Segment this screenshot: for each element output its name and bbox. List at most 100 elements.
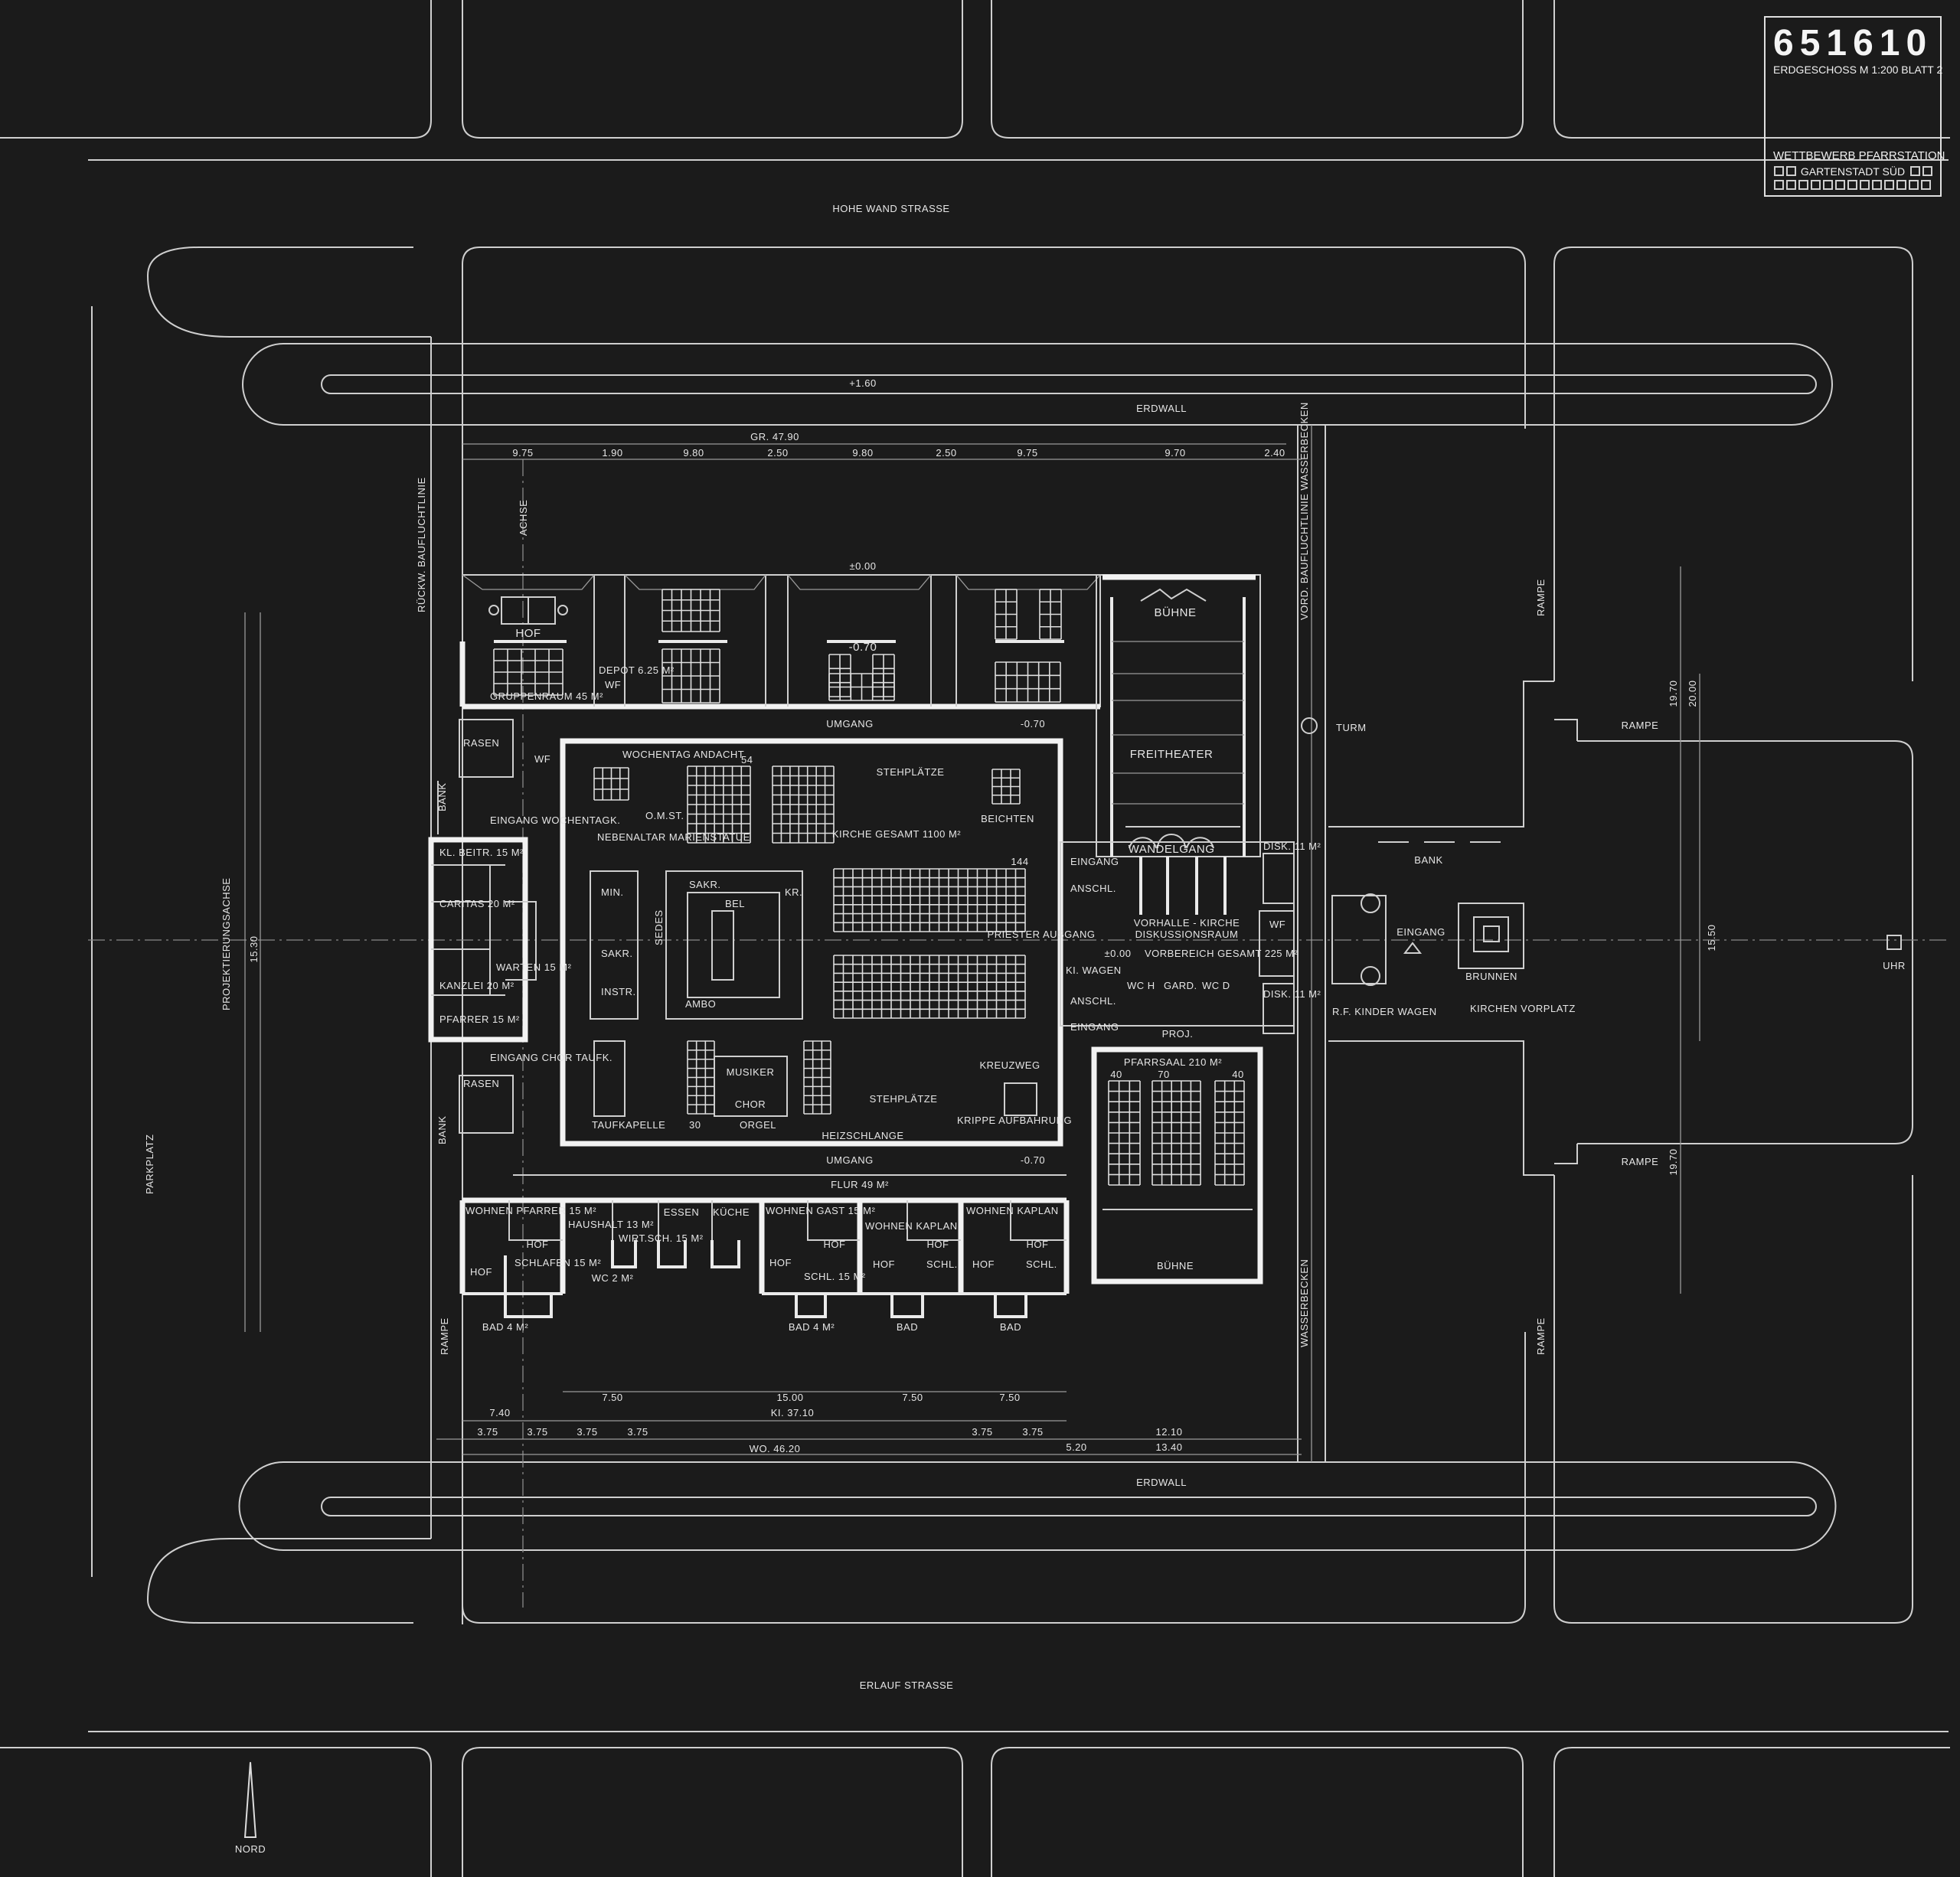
confession-label: BEICHTEN (981, 813, 1034, 824)
dining-label: ESSEN (664, 1206, 700, 1218)
oms-label: O.M.ST. (645, 810, 684, 821)
prams-label: KI. WAGEN (1066, 965, 1122, 976)
foyer-level-label: ±0.00 (1105, 948, 1132, 959)
earthwall-bottom (238, 1461, 1837, 1551)
seating-grid (593, 767, 629, 801)
chaplain-living-2: WOHNEN KAPLAN (966, 1205, 1059, 1216)
seating-grid (1214, 1080, 1245, 1186)
hof-1: HOF (527, 1239, 549, 1250)
choir-label: CHOR (735, 1098, 766, 1110)
title-box (1921, 180, 1931, 190)
tower-label: TURM (1336, 722, 1367, 733)
dim-top: 1.90 (602, 447, 622, 459)
dim-top: 2.40 (1264, 447, 1285, 459)
crib-label: KRIPPE AUFBAHRUNG (957, 1115, 1072, 1126)
chaplain-living-1: WOHNEN KAPLAN (865, 1220, 958, 1232)
front-line-label: VORD. BAUFLUCHTLINIE WASSERBECKEN (1298, 402, 1310, 620)
seating-grid (803, 1040, 831, 1115)
dim-right: 20.00 (1687, 680, 1698, 707)
seats-54-label: 54 (741, 754, 753, 765)
church-total-label: KIRCHE GESAMT 1100 M² (832, 828, 961, 840)
admin-wing: KL. BEITR. 15 M² CARITAS 20 M² KANZLEI 2… (428, 719, 620, 1144)
bed-guest-label: SCHL. 15 M² (804, 1271, 866, 1282)
bel-label: BEL (725, 898, 745, 909)
title-box (1896, 180, 1906, 190)
hof-label: HOF (515, 627, 541, 640)
seats-left: 40 (1110, 1069, 1122, 1080)
hall-stage-label: BÜHNE (1157, 1260, 1194, 1271)
seats-30-label: 30 (689, 1119, 701, 1131)
stations-label: KREUZWEG (979, 1059, 1040, 1071)
dim-bottom: 3.75 (577, 1426, 597, 1438)
organ-label: ORGEL (740, 1119, 776, 1131)
walkway-level-label: -0.70 (1021, 718, 1045, 730)
title-box (1910, 166, 1920, 176)
seating-grid (772, 765, 835, 844)
sakr2-label: SAKR. (689, 879, 721, 890)
hof-5: HOF (927, 1239, 949, 1250)
dim-bottom: 12.10 (1155, 1426, 1182, 1438)
dim-top-total: GR. 47.90 (750, 431, 799, 442)
standing-top-label: STEHPLÄTZE (877, 766, 945, 778)
ramp-east-bottom: RAMPE (1622, 1156, 1659, 1167)
standing-bottom-label: STEHPLÄTZE (870, 1093, 938, 1105)
guest-living-label: WOHNEN GAST 15 M² (766, 1205, 876, 1216)
dim-top: 9.80 (683, 447, 704, 459)
dim-bottom: 7.40 (489, 1407, 510, 1418)
group-room-label: GRUPPENRAUM 45 M² (490, 690, 603, 702)
church-nave: WOCHENTAG ANDACHT O.M.ST. NEBENALTAR MAR… (560, 738, 1095, 1147)
foyer-wf-label: WF (1269, 919, 1285, 930)
dim-top: 9.75 (1017, 447, 1037, 459)
bank-left-bottom: BANK (436, 1116, 448, 1144)
instr-label: INSTR. (601, 986, 636, 997)
project-number: 651610 (1773, 23, 1932, 64)
north-arrow-icon: NORD (235, 1761, 266, 1855)
sheet-label: ERDGESCHOSS M 1:200 BLATT 2 (1773, 64, 1942, 76)
entrance-choir-label: EINGANG CHOR TAUFK. (490, 1052, 612, 1063)
title-box (1786, 180, 1796, 190)
seating-grid (991, 769, 1021, 805)
dim-bottom: 3.75 (972, 1426, 992, 1438)
contrib-label: KL. BEITR. 15 M² (439, 847, 524, 858)
clock-icon (1886, 935, 1902, 950)
seats-center: 70 (1158, 1069, 1169, 1080)
water-basin-label: WASSERBECKEN (1298, 1259, 1310, 1347)
hof-7: HOF (1027, 1239, 1049, 1250)
admin-wf-label: WF (534, 753, 550, 765)
dim-bottom: KI. 37.10 (771, 1407, 815, 1418)
hof-4: HOF (769, 1257, 792, 1268)
promenade-label: WANDELGANG (1129, 843, 1215, 856)
dim-bottom: 7.50 (902, 1392, 923, 1403)
bank-left-top: BANK (436, 783, 448, 811)
projection-label: PROJ. (1162, 1028, 1194, 1040)
church-square-label: KIRCHEN VORPLATZ (1470, 1003, 1576, 1014)
forecourt-total-label: VORBEREICH GESAMT 225 M² (1145, 948, 1298, 959)
sleeping-label: SCHLAFEN 15 M² (514, 1257, 601, 1268)
dim-top: 9.80 (852, 447, 873, 459)
water-basin-channel (1297, 424, 1326, 1463)
hof-3: HOF (824, 1239, 846, 1250)
stage-label: BÜHNE (1154, 606, 1196, 619)
seating-grid (687, 765, 751, 844)
foyer: EINGANG ANSCHL. VORHALLE - KIRCHE DISKUS… (1060, 841, 1321, 1040)
title-box (1872, 180, 1882, 190)
title-box (1811, 180, 1821, 190)
rear-line-label: RÜCKW. BAUFLUCHTLINIE (416, 477, 427, 612)
household-label: HAUSHALT 13 M² (568, 1219, 654, 1230)
title-box (1860, 180, 1870, 190)
wc-h-label: WC H (1127, 980, 1155, 991)
title-box (1884, 180, 1894, 190)
parking-label: PARKPLATZ (144, 1134, 155, 1194)
res-walkway-label: UMGANG (826, 1154, 874, 1166)
ramp-right-top: RAMPE (1535, 579, 1547, 616)
dim-left: 15.30 (248, 935, 260, 962)
dim-top: 2.50 (767, 447, 788, 459)
dim-top: 9.70 (1165, 447, 1185, 459)
bed-1: SCHL. (926, 1258, 958, 1270)
res-level-label: -0.70 (1021, 1154, 1045, 1166)
ambo-label: AMBO (685, 998, 716, 1010)
office-label: KANZLEI 20 M² (439, 980, 514, 991)
disk-bottom-label: DISK. 11 M² (1263, 988, 1321, 1000)
hall-label: VORHALLE - KIRCHE (1134, 917, 1240, 929)
seating-grid (828, 673, 895, 701)
